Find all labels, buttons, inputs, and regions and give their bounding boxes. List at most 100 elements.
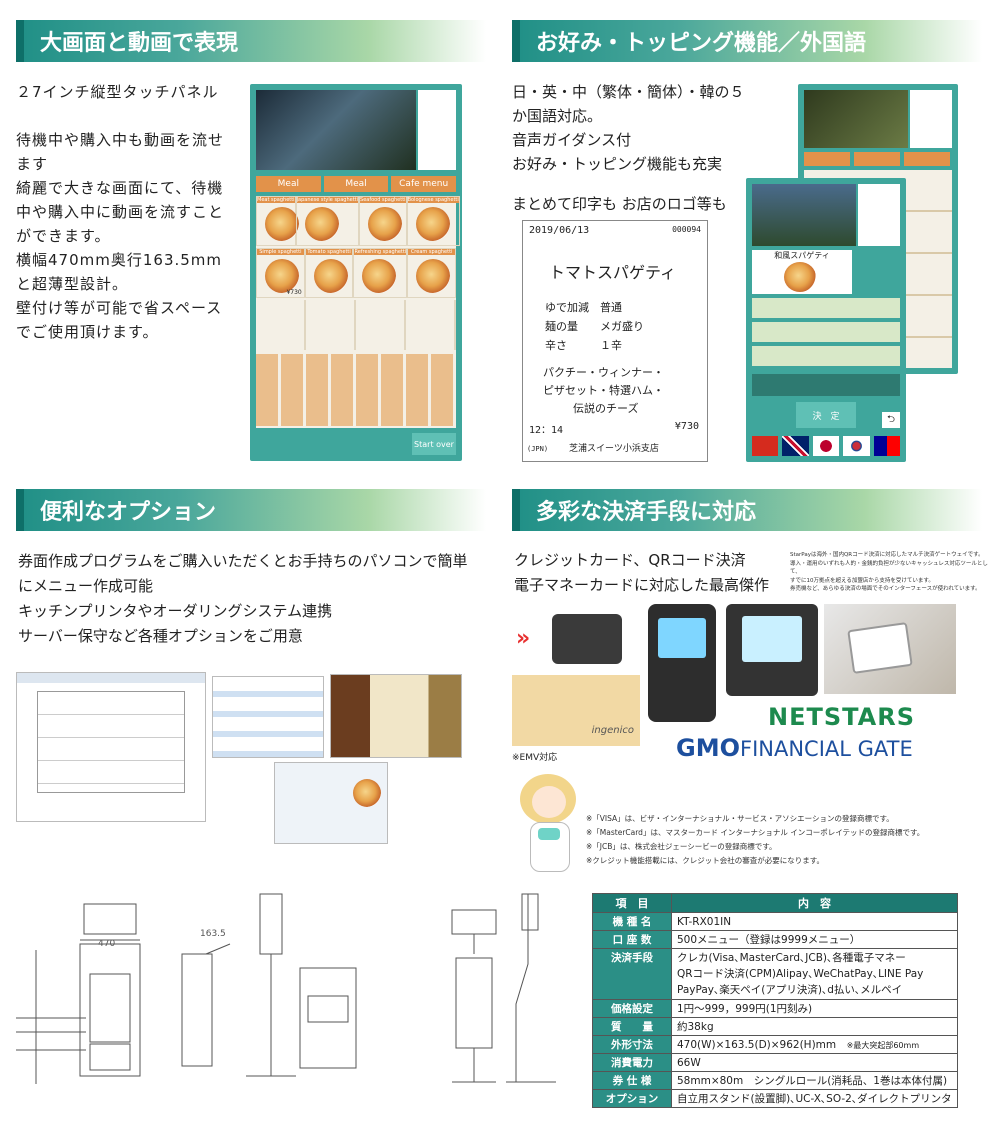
ticket-time: 12：14 xyxy=(529,425,564,436)
language-flags xyxy=(752,436,901,456)
language-description: 日・英・中（繁体・簡体）・韓の５か国語対応。 音声ガイダンス付 お好み・トッピン… xyxy=(512,83,745,173)
gmo-logo: GMOFINANCIAL GATE xyxy=(676,734,913,762)
menu-editor-screenshot xyxy=(16,672,206,822)
food-photo xyxy=(368,207,403,241)
front-side-drawing: 470 163.5 xyxy=(16,893,357,1084)
food-photo xyxy=(416,259,451,293)
info-panel xyxy=(418,90,456,170)
menu-item[interactable]: Bolognese spaghetti xyxy=(406,196,460,246)
menu-item[interactable]: Cream spaghetti xyxy=(407,248,456,298)
video-area xyxy=(256,90,416,170)
display-description: ２7インチ縦型タッチパネル 待機中や購入中も動画を流せます 綺麗で大きな画面にて… xyxy=(16,83,225,341)
menu-item[interactable]: Japanese style spaghetti xyxy=(295,196,360,246)
food-photo xyxy=(265,207,299,241)
spec-header-content: 内 容 xyxy=(671,893,958,913)
ticket-topping: パクチー・ウィンナー・ xyxy=(543,366,664,379)
start-over-button[interactable]: Start over xyxy=(412,433,456,455)
video-area xyxy=(752,184,856,246)
ticket-shop: 芝浦スイーツ小浜支店 xyxy=(569,444,659,454)
ticket-language: (JPN) xyxy=(527,445,549,453)
ticket-date: 2019/06/13 xyxy=(529,225,590,236)
menu-item[interactable]: Tomato spaghetti xyxy=(304,248,354,298)
ticket-number: 000094 xyxy=(672,225,701,234)
emv-note: ※EMV対応 xyxy=(512,753,558,763)
info-panel xyxy=(858,184,900,246)
menu-grid: Meat spaghetti Japanese style spaghetti … xyxy=(256,196,460,428)
options-row xyxy=(804,152,952,166)
card-reader xyxy=(552,614,622,664)
ticket-option: 辛さ １辛 xyxy=(545,339,622,352)
food-photo xyxy=(784,262,816,292)
menu-row-1: Meat spaghetti Japanese style spaghetti … xyxy=(256,196,460,246)
food-photo xyxy=(304,207,339,241)
food-photo xyxy=(415,207,450,241)
payment-photo-reader xyxy=(648,604,716,722)
food-photo xyxy=(313,259,348,293)
section-header-display: 大画面と動画で表現 xyxy=(16,20,486,62)
flag-uk-icon[interactable] xyxy=(782,436,809,456)
ticket-item: トマトスパゲティ xyxy=(549,263,677,282)
starpay-note: StarPayは海外・国内QRコード決済に対応したマルチ決済ゲートウェイです。 … xyxy=(790,552,988,592)
back-button[interactable]: ⮌ xyxy=(882,412,900,428)
tab-meal-1[interactable]: Meal xyxy=(256,176,321,192)
spec-row: 決済手段クレカ(Visa､MasterCard､JCB)､各種電子マネー QRコ… xyxy=(592,948,958,1000)
mascot-illustration xyxy=(510,770,590,878)
flag-korea-icon[interactable] xyxy=(843,436,870,456)
flag-taiwan-icon[interactable] xyxy=(873,436,901,456)
tab-bar: Meal Meal Cafe menu xyxy=(256,176,457,192)
option-buttons xyxy=(752,298,900,370)
section-header-payment: 多彩な決済手段に対応 xyxy=(512,489,982,531)
spec-row: オプション自立用スタンド(設置脚)､UC-X､SO-2､ダイレクトプリンタ xyxy=(592,1089,958,1108)
options-description: 券面作成プログラムをご購入いただくとお手持ちのパソコンで簡単にメニュー作成可能 … xyxy=(18,552,468,645)
button-layout-screenshot xyxy=(212,676,324,758)
menu-item[interactable]: Refreshing spaghetti xyxy=(353,248,408,298)
flag-japan-icon[interactable] xyxy=(812,436,840,456)
payment-description: クレジットカード、QRコード決済 電子マネーカードに対応した最高傑作 xyxy=(514,551,770,594)
menu-item[interactable]: Meat spaghetti xyxy=(256,196,299,246)
ticket-price: ¥730 xyxy=(674,421,699,432)
svg-text:470: 470 xyxy=(98,939,115,949)
spec-header-item: 項 目 xyxy=(592,893,672,913)
tab-meal-2[interactable]: Meal xyxy=(323,176,389,192)
print-description: まとめて印字も お店のロゴ等も xyxy=(512,195,727,213)
flag-china-icon[interactable] xyxy=(752,436,779,456)
menu-item[interactable]: Seafood spaghetti xyxy=(359,196,407,246)
trademark-notes: ※「VISA」は、ビザ・インターナショナル・サービス・アソシエーションの登録商標… xyxy=(586,814,925,865)
kiosk-screen-main: Meal Meal Cafe menu Meat spaghetti Japan… xyxy=(250,84,462,461)
menu-row-small xyxy=(256,354,456,426)
spec-row: 質 量約38kg xyxy=(592,1017,958,1036)
payment-photo-smartphone xyxy=(824,604,956,694)
ticket-option: 麺の量 メガ盛り xyxy=(545,320,644,333)
menu-row-2: Simple spaghetti¥730 Tomato spaghetti Re… xyxy=(256,248,456,298)
price-label: ¥730 xyxy=(286,289,302,296)
sample-ticket: 2019/06/13 000094 トマトスパゲティ ゆで加減 普通 麺の量 メ… xyxy=(522,220,708,462)
section-header-options: 便利なオプション xyxy=(16,489,486,531)
svg-text:163.5: 163.5 xyxy=(200,929,226,939)
kiosk-screen-order: 和風スパゲティ 決 定 ⮌ xyxy=(746,178,906,462)
ticket-topping: 伝説のチーズ xyxy=(573,402,639,415)
video-area xyxy=(804,90,908,148)
payment-photo-terminal-2 xyxy=(726,604,818,696)
ingenico-logo: ingenico xyxy=(591,725,634,736)
menu-row-3 xyxy=(256,300,456,350)
menu-item[interactable]: Simple spaghetti¥730 xyxy=(256,248,305,298)
food-photo xyxy=(265,259,299,293)
stand-drawing xyxy=(451,893,556,1083)
payment-photo-terminal: » ingenico xyxy=(512,604,640,746)
ticket-topping: ピザセット・特選ハム・ xyxy=(543,384,664,397)
tab-cafe-menu[interactable]: Cafe menu xyxy=(391,176,457,192)
decide-button[interactable]: 決 定 xyxy=(796,402,856,428)
kiosk-preview-screenshot xyxy=(330,674,462,758)
food-photo xyxy=(362,259,397,293)
info-panel xyxy=(910,90,952,148)
selected-item: 和風スパゲティ xyxy=(752,250,852,294)
product-settings-screenshot xyxy=(274,762,388,844)
food-photo xyxy=(353,779,381,807)
